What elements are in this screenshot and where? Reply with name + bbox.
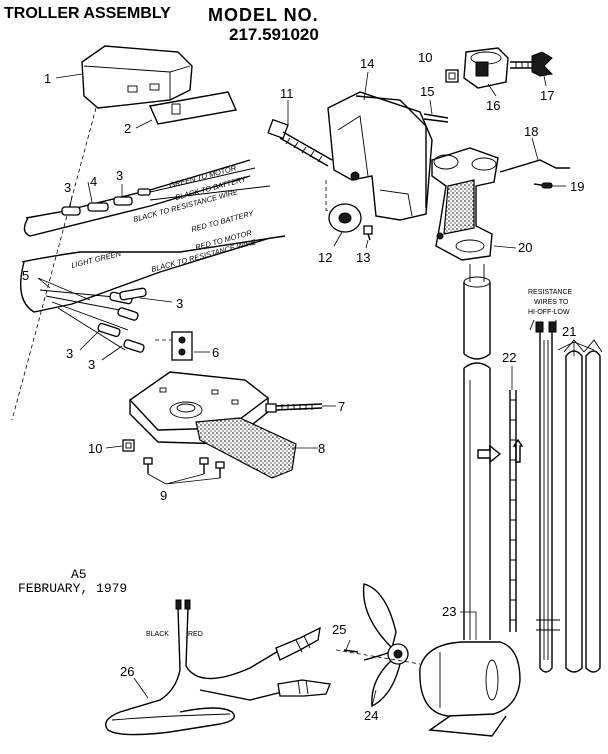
part-21-resistance-wires: [529, 319, 603, 673]
part-2-cover-plate: [148, 91, 238, 125]
callout-14: 14: [360, 56, 374, 71]
part-18-wire: [499, 159, 570, 173]
part-10-nut-right: [445, 69, 459, 83]
callout-24: 24: [364, 708, 378, 723]
callout-12: 12: [318, 250, 332, 265]
part-12-clamp-knob: [328, 203, 362, 233]
leader-lines: [37, 71, 595, 707]
part-24-propeller: [362, 583, 409, 708]
callout-3-d: 3: [66, 346, 73, 361]
drawing-code: A5: [71, 567, 87, 582]
battery-clip-black: [277, 679, 331, 697]
part-19-terminal: [533, 182, 553, 189]
drawing-date: FEBRUARY, 1979: [18, 581, 128, 596]
wire-labels: GREEN TO MOTOR BLACK TO BATTERY BLACK TO…: [70, 163, 572, 638]
callout-9: 9: [160, 488, 167, 503]
wire-harness-lower: [20, 235, 286, 361]
part-6-switch-plate: [155, 331, 193, 361]
callout-16: 16: [486, 98, 500, 113]
callout-21: 21: [562, 324, 576, 339]
callout-20: 20: [518, 240, 532, 255]
label-hi-off-low: HI-OFF-LOW: [528, 309, 570, 316]
part-16-collar: [463, 47, 509, 89]
label-black: BLACK: [146, 631, 169, 638]
callout-25: 25: [332, 622, 346, 637]
callout-22: 22: [502, 350, 516, 365]
callout-17: 17: [540, 88, 554, 103]
callout-13: 13: [356, 250, 370, 265]
callout-3-a: 3: [64, 180, 71, 195]
label-red: RED: [188, 631, 203, 638]
callout-11: 11: [280, 86, 294, 101]
part-20-steering-housing: [431, 147, 499, 261]
callout-18: 18: [524, 124, 538, 139]
part-9-screws: [143, 457, 225, 478]
part-13-screw: [363, 225, 373, 241]
shaft-assembly: [463, 264, 491, 640]
part-26-battery-cable: [105, 599, 331, 736]
part-14-clamp-bracket: [325, 91, 433, 221]
callout-3-b: 3: [116, 168, 123, 183]
callout-6: 6: [212, 345, 219, 360]
callout-10-left: 10: [88, 441, 102, 456]
wire-harness-upper: [23, 159, 271, 237]
assembly-arrows: [477, 438, 524, 464]
model-label: MODEL NO.: [208, 5, 319, 25]
part-7-bolt: [265, 403, 323, 413]
callout-4: 4: [90, 174, 97, 189]
part-1-top-cover: [11, 45, 193, 421]
part-15-pin: [423, 113, 449, 123]
part-23-motor-housing: [419, 641, 521, 737]
callout-3-c: 3: [176, 296, 183, 311]
callout-8: 8: [318, 441, 325, 456]
callout-7: 7: [338, 399, 345, 414]
connector-4: [87, 202, 109, 212]
connector-3-left: [61, 206, 81, 216]
model-number: 217.591020: [229, 25, 319, 44]
label-wires-to: WIRES TO: [534, 299, 569, 306]
callout-numbers: 1 2 3 4 3 5 3 3 3 6 7 8 9 10 10 11 12 13…: [22, 50, 584, 723]
part-25-shear-pin: [335, 649, 421, 665]
battery-clip-red: [275, 626, 321, 661]
callout-10-right: 10: [418, 50, 432, 65]
callout-2: 2: [124, 121, 131, 136]
callout-26: 26: [120, 664, 134, 679]
callout-5: 5: [22, 268, 29, 283]
part-22-rod: [509, 390, 517, 632]
callout-23: 23: [442, 604, 456, 619]
callout-3-e: 3: [88, 357, 95, 372]
part-17-wing-screw: [510, 51, 554, 77]
callout-1: 1: [44, 71, 51, 86]
part-11-bolt: [267, 118, 333, 167]
connector-3-right: [113, 196, 133, 206]
callout-15: 15: [420, 84, 434, 99]
part-10-nut-left: [122, 439, 135, 452]
callout-19: 19: [570, 179, 584, 194]
part-8-mount-base: [128, 371, 297, 479]
label-resistance: RESISTANCE: [528, 289, 573, 296]
diagram-title: TROLLER ASSEMBLY: [4, 5, 171, 22]
